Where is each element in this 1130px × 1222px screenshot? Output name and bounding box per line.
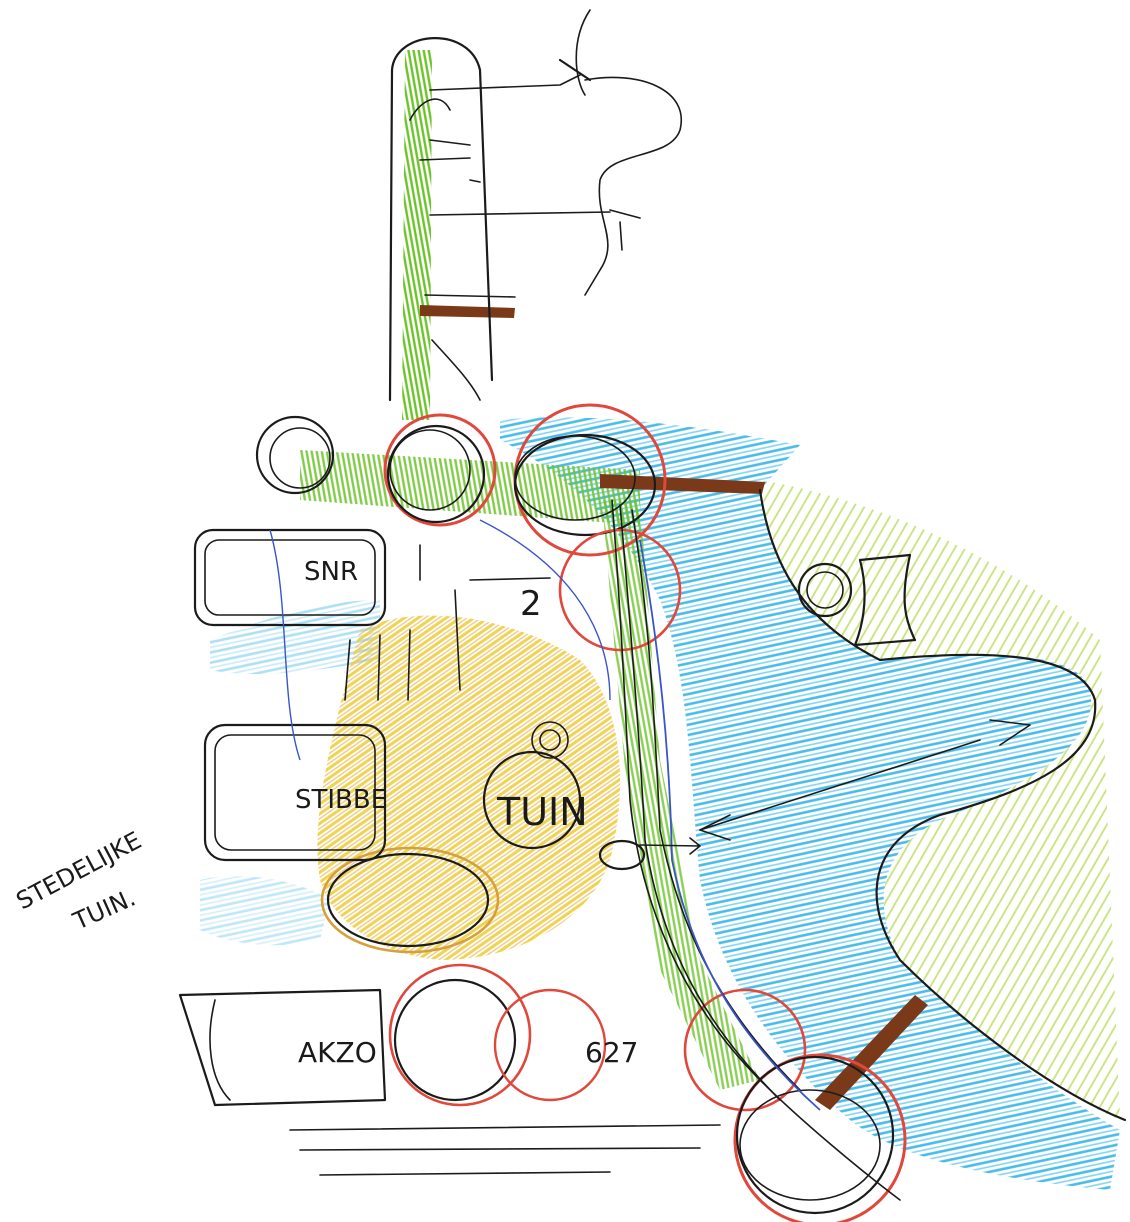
label-627: 627 <box>585 1036 638 1069</box>
label-tuin-side: TUIN. <box>68 884 140 936</box>
label-akzo: AKZO <box>298 1036 377 1069</box>
label-stibbe: STIBBE <box>295 785 387 815</box>
label-snr: SNR <box>304 557 358 587</box>
label-tuin: TUIN <box>496 790 588 834</box>
label-2: 2 <box>520 584 542 624</box>
upper-tower <box>390 10 681 400</box>
